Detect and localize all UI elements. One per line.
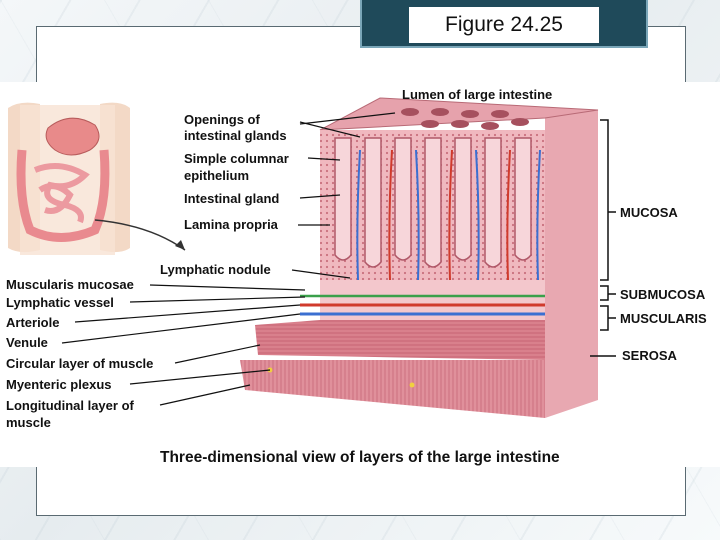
mucosa-vessels [356,149,541,281]
lumen-label: Lumen of large intestine [402,87,552,102]
submucosa-label: SUBMUCOSA [620,287,706,302]
openings-label-1: Openings of [184,112,261,127]
simple-columnar-label-2: epithelium [184,168,249,183]
block-top-face [319,97,599,131]
longitudinal-layer-label-1: Longitudinal layer of [6,398,135,413]
longitudinal-muscle-layer [240,360,545,418]
layer-brackets [590,119,616,357]
circular-layer-label: Circular layer of muscle [6,356,153,371]
inset-arrowhead [175,240,185,250]
leader-lines [61,112,396,406]
lymphatic-nodule-label: Lymphatic nodule [160,262,271,277]
figure-area: Lumen of large intestine Openings of int… [0,82,720,467]
slide-title: Figure 24.25 [408,6,600,44]
muscularis-label: MUSCULARIS [620,311,707,326]
gland-openings [401,108,529,130]
lymphatic-vessel-label: Lymphatic vessel [6,295,114,310]
serosa-label: SEROSA [622,348,678,363]
mucosa-label: MUCOSA [620,205,678,220]
abdomen-inset [8,102,130,255]
muscularis-mucosae-label: Muscularis mucosae [6,277,134,292]
intestinal-gland-label: Intestinal gland [184,191,279,206]
arteriole-label: Arteriole [6,315,59,330]
block-side-face [545,110,598,418]
openings-label-2: intestinal glands [184,128,287,143]
myenteric-plexus-label: Myenteric plexus [6,377,112,392]
circular-muscle-layer [255,320,545,360]
figure-caption: Three-dimensional view of layers of the … [160,449,560,466]
venule-label: Venule [6,335,48,350]
myenteric-plexus-dot-2 [409,382,415,388]
simple-columnar-label-1: Simple columnar [184,151,289,166]
lamina-propria-label: Lamina propria [184,217,279,232]
longitudinal-layer-label-2: muscle [6,415,51,430]
intestine-diagram: Lumen of large intestine Openings of int… [6,87,707,466]
intestinal-glands [334,137,532,268]
